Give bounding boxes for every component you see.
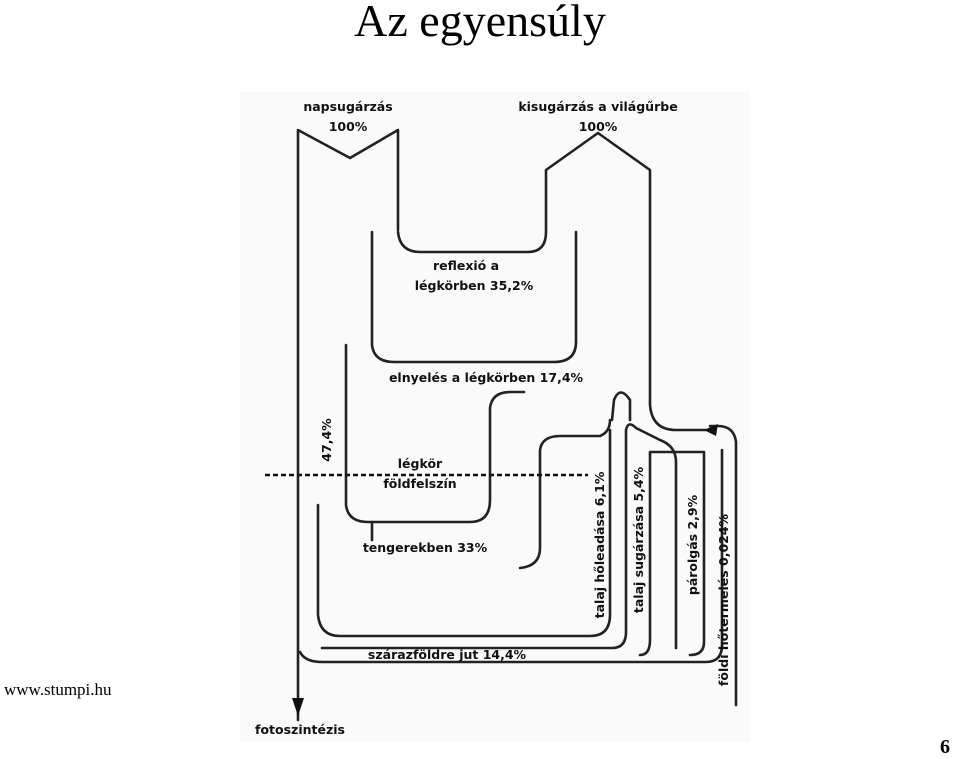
page-number: 6 — [940, 736, 950, 758]
land-stream-path — [298, 448, 724, 664]
label-pct-47: 47,4% — [319, 418, 334, 462]
diagram-image-area — [240, 92, 750, 742]
label-talaj-hoeadasa: talaj hőleadása 6,1% — [592, 471, 607, 618]
slide-title: Az egyensúly — [354, 0, 606, 46]
geothermal-arrowhead-icon — [704, 424, 718, 436]
label-tengerekben: tengerekben 33% — [363, 540, 488, 555]
label-szarazfoldre: szárazföldre jut 14,4% — [368, 647, 527, 662]
photosynthesis-arrowhead-icon — [292, 698, 304, 716]
reflection-loop-path — [396, 131, 710, 432]
label-kisugarzas-pct: 100% — [579, 119, 618, 134]
label-reflexio-2: légkörben 35,2% — [415, 278, 534, 293]
reflection-inner-path — [370, 230, 578, 364]
label-napsugarzas-pct: 100% — [329, 119, 368, 134]
geothermal-path — [708, 424, 738, 707]
label-elnyeles: elnyelés a légkörben 17,4% — [389, 370, 584, 385]
ocean-inner-path — [370, 418, 612, 570]
label-foldfelszin: földfelszín — [383, 476, 456, 491]
incoming-radiation-outer-path — [296, 128, 400, 722]
label-talaj-sugarzasa: talaj sugárzása 5,4% — [631, 466, 646, 613]
land-inner-path-1 — [320, 423, 678, 650]
ocean-loop-path — [316, 428, 612, 638]
absorption-loop-path — [344, 343, 526, 524]
label-kisugarzas: kisugárzás a világűrbe — [518, 99, 677, 114]
land-inner-path-2 — [638, 450, 706, 657]
label-legkor: légkör — [398, 456, 443, 471]
label-parolgas: párolgás 2,9% — [685, 494, 700, 595]
outgoing-stream-path — [610, 391, 632, 422]
label-foldi-hotermeles: földi hőtermelés 0,024% — [716, 513, 731, 686]
label-fotoszintezis: fotoszintézis — [255, 722, 345, 737]
website-footer: www.stumpi.hu — [4, 680, 112, 699]
label-napsugarzas: napsugárzás — [303, 99, 392, 114]
label-reflexio-1: reflexió a — [433, 258, 499, 273]
